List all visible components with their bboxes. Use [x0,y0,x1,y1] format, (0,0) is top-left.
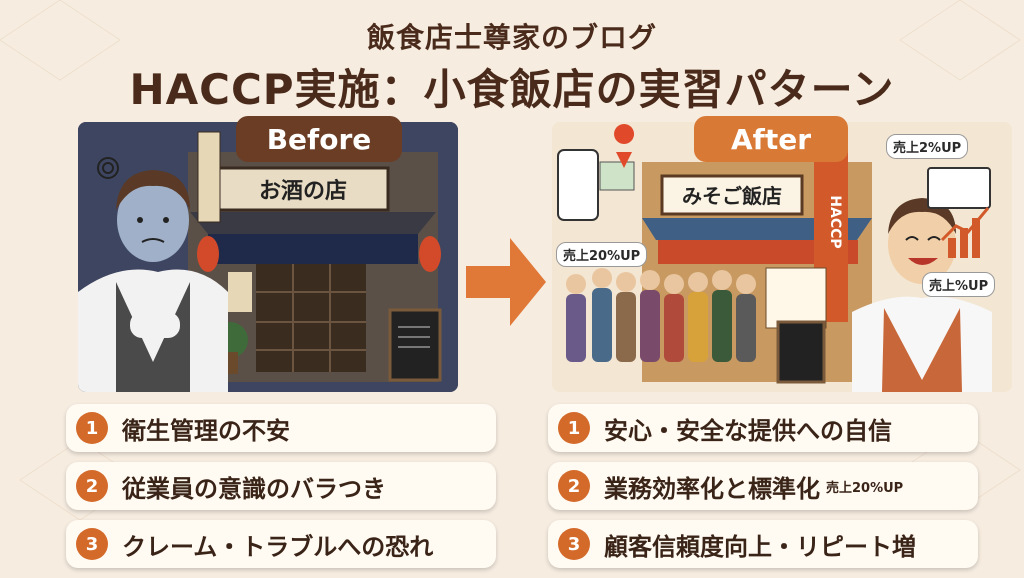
callout-sales-left: 売上20%UP [556,242,648,267]
menu-board [388,308,442,382]
list-item: 1 安心・安全な提供への自信 [548,404,978,452]
after-shop-sign: みそご飯店 [682,184,782,208]
list-item: 3 クレーム・トラブルへの恐れ [66,520,496,568]
item-note: 売上20%UP [826,480,904,496]
before-illustration: お酒の店 [78,122,458,392]
item-number: 3 [76,528,108,560]
worry-scribble-icon [97,157,119,179]
after-scene: みそご飯店 HACCP [552,122,1012,392]
smartphone-icon [557,149,599,221]
item-number: 3 [558,528,590,560]
callout-sales-right: 売上%UP [922,272,996,297]
customer-queue [566,268,756,362]
item-text: 顧客信頼度向上・リピート増 [604,532,916,561]
item-number: 1 [76,412,108,444]
list-item: 2 従業員の意識のバラつき [66,462,496,510]
before-shop-sign: お酒の店 [259,179,347,204]
after-benefit-list: 1 安心・安全な提供への自信 2 業務効率化と標準化 売上20%UP 3 顧客信… [548,404,978,578]
item-number: 1 [558,412,590,444]
laptop-icon [927,167,991,209]
before-label: Before [236,116,402,162]
item-text: クレーム・トラブルへの恐れ [122,532,434,561]
haccp-vertical-sign: HACCP [827,195,843,248]
blog-subtitle: 飯食店士尊家のブログ [366,21,657,54]
after-illustration: みそご飯店 HACCP [552,122,1012,392]
after-menu-board [776,320,826,384]
before-scene: お酒の店 [78,122,458,392]
header: 飯食店士尊家のブログ HACCP実施：小食飯店の実習パターン [0,0,1024,118]
lantern-left [197,236,219,272]
worried-staff-figure [78,170,228,392]
before-issue-list: 1 衛生管理の不安 2 従業員の意識のバラつき 3 クレーム・トラブルへの恐れ [66,404,496,578]
growth-chart-icon [940,207,990,258]
happy-staff-figure [852,198,992,392]
item-text: 業務効率化と標準化 [604,474,820,503]
map-icon [599,161,635,191]
item-number: 2 [558,470,590,502]
list-item: 1 衛生管理の不安 [66,404,496,452]
after-label: After [694,116,848,162]
item-text: 従業員の意識のバラつき [122,474,386,503]
page-title: HACCP実施：小食飯店の実習パターン [129,65,895,114]
list-item: 3 顧客信頼度向上・リピート増 [548,520,978,568]
item-text: 安心・安全な提供への自信 [604,416,892,445]
list-item: 2 業務効率化と標準化 売上20%UP [548,462,978,510]
arrow-right-icon [466,238,546,326]
item-number: 2 [76,470,108,502]
callout-sales-top: 売上2%UP [886,134,969,159]
lantern-right [419,236,441,272]
location-pin-icon [614,124,635,168]
item-text: 衛生管理の不安 [122,416,290,445]
